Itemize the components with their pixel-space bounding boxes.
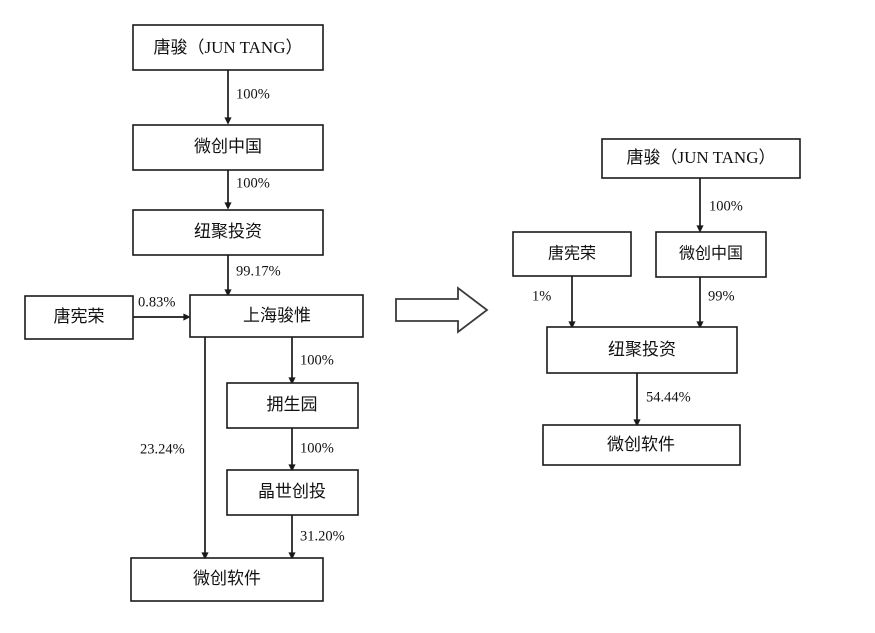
node-left-weichuang-software [130,557,324,602]
node-left-juntang [132,24,324,71]
node-left-shanghai-junwei-label: 上海骏惟 [243,306,311,325]
node-left-tang-xianrong-label: 唐宪荣 [54,306,105,326]
node-right-tang-xianrong-label: 唐宪荣 [548,245,596,263]
node-right-weichuang-software-label: 微创软件 [607,435,675,454]
edge-label-left-3: 0.83% [138,294,175,310]
node-right-niuju-investment [546,326,738,374]
node-right-juntang-label: 唐骏（JUN TANG） [627,147,776,167]
node-right-weichuang-china-label: 微创中国 [679,245,743,263]
node-right-juntang [601,138,801,179]
node-left-niuju-investment-label: 纽聚投资 [194,222,262,241]
node-left-tang-xianrong [24,295,134,340]
edge-label-left-1: 100% [236,175,270,191]
right-chart: 唐骏（JUN TANG） 唐宪荣 微创中国 纽聚投资 微创软件 100% 1% … [512,138,801,466]
left-chart: 唐骏（JUN TANG） 微创中国 纽聚投资 唐宪荣 上海骏惟 拥生园 晶世创投… [24,24,364,602]
node-right-weichuang-china [655,231,767,278]
node-left-yongshengyuan-label: 拥生园 [267,395,318,414]
node-left-niuju-investment [132,209,324,256]
node-right-niuju-investment-label: 纽聚投资 [608,340,676,359]
node-left-juntang-label: 唐骏（JUN TANG） [154,37,303,57]
edge-label-right-1: 1% [532,288,551,304]
node-left-weichuang-china [132,124,324,171]
edge-label-left-5: 100% [300,440,334,456]
node-left-jingshi-chuangtou [226,469,359,516]
node-left-shanghai-junwei [189,294,364,338]
edge-label-left-7: 31.20% [300,528,345,544]
edge-label-right-0: 100% [709,198,743,214]
node-left-yongshengyuan [226,382,359,429]
edge-label-left-6: 23.24% [140,441,185,457]
edge-label-right-2: 99% [708,288,735,304]
edge-label-right-3: 54.44% [646,389,691,405]
node-right-weichuang-software [542,424,741,466]
right-block-arrow [395,286,489,334]
node-left-weichuang-software-label: 微创软件 [193,569,261,588]
edge-label-left-4: 100% [300,352,334,368]
edge-label-left-2: 99.17% [236,263,281,279]
node-left-weichuang-china-label: 微创中国 [194,137,262,156]
transition-arrow-group [395,286,489,334]
node-right-tang-xianrong [512,231,632,277]
edge-label-left-0: 100% [236,86,270,102]
node-left-jingshi-chuangtou-label: 晶世创投 [258,482,326,501]
